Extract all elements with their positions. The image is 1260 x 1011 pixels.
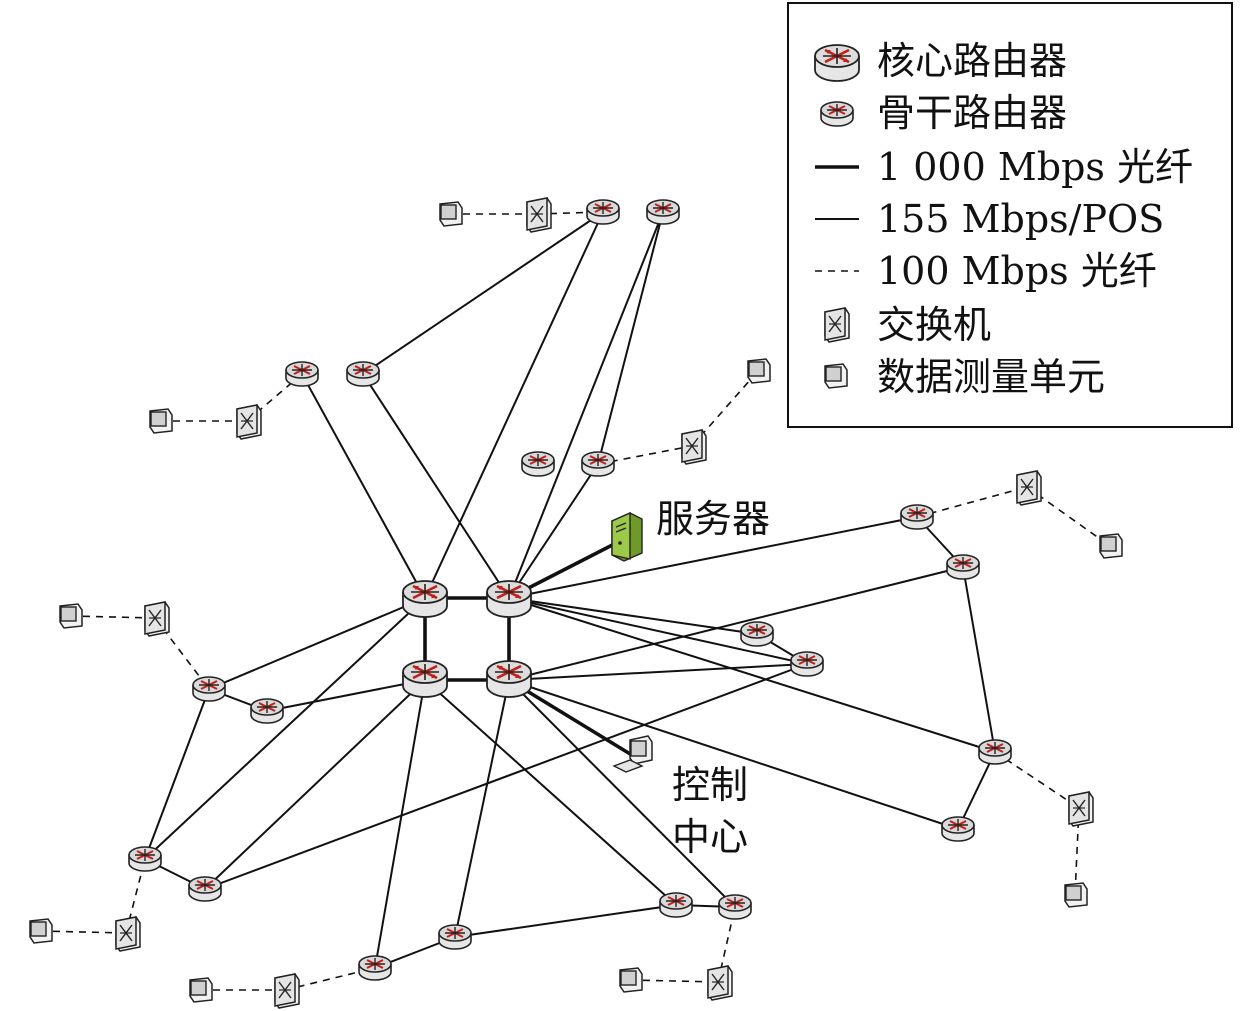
switch-icon: [274, 973, 300, 1009]
backbone-router-icon: [941, 816, 975, 842]
backbone-router-icon: [646, 199, 680, 225]
legend-item-switch: 交换机: [813, 300, 1223, 350]
switch-icon: [144, 601, 170, 637]
computer-icon: [612, 735, 653, 773]
legend-item-measure-unit: 数据测量单元: [813, 352, 1223, 402]
server-icon: [611, 511, 643, 562]
legend-label: 骨干路由器: [877, 91, 1068, 135]
dashed-line-icon: [815, 270, 859, 272]
legend-label: 交换机: [877, 303, 992, 347]
thick-line-icon: [815, 165, 859, 169]
server-label: 服务器: [656, 497, 771, 541]
legend-item-backbone-router: 骨干路由器: [813, 88, 1223, 138]
backbone-router-icon: [250, 698, 284, 724]
legend-label: 核心路由器: [877, 39, 1068, 83]
control-center-label-line1: 控制: [672, 763, 749, 807]
measure-unit-icon: [29, 918, 53, 944]
measure-unit-icon: [59, 603, 83, 629]
measure-unit-icon: [619, 967, 643, 993]
switch-icon: [115, 916, 141, 952]
links-155: [144, 211, 996, 969]
control-center-label-line2: 中心: [672, 815, 749, 859]
links-1000: [423, 536, 641, 762]
legend: 核心路由器 骨干路由器 1 000 Mbps 光纤 155 Mbps/POS 1…: [787, 2, 1233, 428]
backbone-router-icon: [946, 554, 980, 580]
legend-item-1000: 1 000 Mbps 光纤: [813, 142, 1223, 192]
backbone-router-icon: [346, 361, 380, 387]
backbone-router-icon: [188, 876, 222, 902]
measure-unit-icon: [747, 358, 771, 384]
backbone-router-icon: [285, 361, 319, 387]
measure-unit-icon: [189, 977, 213, 1003]
switch-icon: [1016, 470, 1042, 506]
core-router-icon: [485, 579, 533, 619]
legend-label: 155 Mbps/POS: [877, 197, 1165, 241]
backbone-router-icon: [978, 739, 1012, 765]
backbone-router-icon: [128, 846, 162, 872]
switch-icon: [824, 307, 850, 343]
measure-unit-icon: [1099, 533, 1123, 559]
backbone-router-icon: [790, 651, 824, 677]
switch-icon: [526, 197, 552, 233]
legend-item-core-router: 核心路由器: [813, 36, 1223, 86]
switch-icon: [707, 965, 733, 1001]
legend-label: 1 000 Mbps 光纤: [877, 145, 1194, 189]
measure-unit-icon: [1064, 882, 1088, 908]
core-router-icon: [401, 659, 449, 699]
legend-item-155: 155 Mbps/POS: [813, 194, 1223, 244]
switch-icon: [236, 404, 262, 440]
measure-unit-icon: [439, 201, 463, 227]
legend-label: 100 Mbps 光纤: [877, 249, 1157, 293]
backbone-router-icon: [581, 451, 615, 477]
backbone-router-icon: [740, 621, 774, 647]
core-router-icon: [401, 579, 449, 619]
measure-unit-icon: [824, 363, 848, 389]
switch-icon: [681, 429, 707, 465]
switch-icon: [1068, 791, 1094, 827]
thin-line-icon: [815, 218, 859, 220]
measure-unit-icon: [149, 408, 173, 434]
backbone-router-icon: [438, 924, 472, 950]
backbone-router-icon: [192, 676, 226, 702]
backbone-router-icon: [900, 504, 934, 530]
backbone-router-icon: [820, 101, 854, 127]
legend-item-100: 100 Mbps 光纤: [813, 246, 1223, 296]
backbone-router-icon: [521, 451, 555, 477]
backbone-router-icon: [718, 894, 752, 920]
backbone-router-icon: [659, 892, 693, 918]
legend-label: 数据测量单元: [877, 355, 1106, 399]
backbone-router-icon: [586, 199, 620, 225]
backbone-router-icon: [358, 955, 392, 981]
core-router-icon: [485, 659, 533, 699]
core-router-icon: [813, 43, 861, 83]
